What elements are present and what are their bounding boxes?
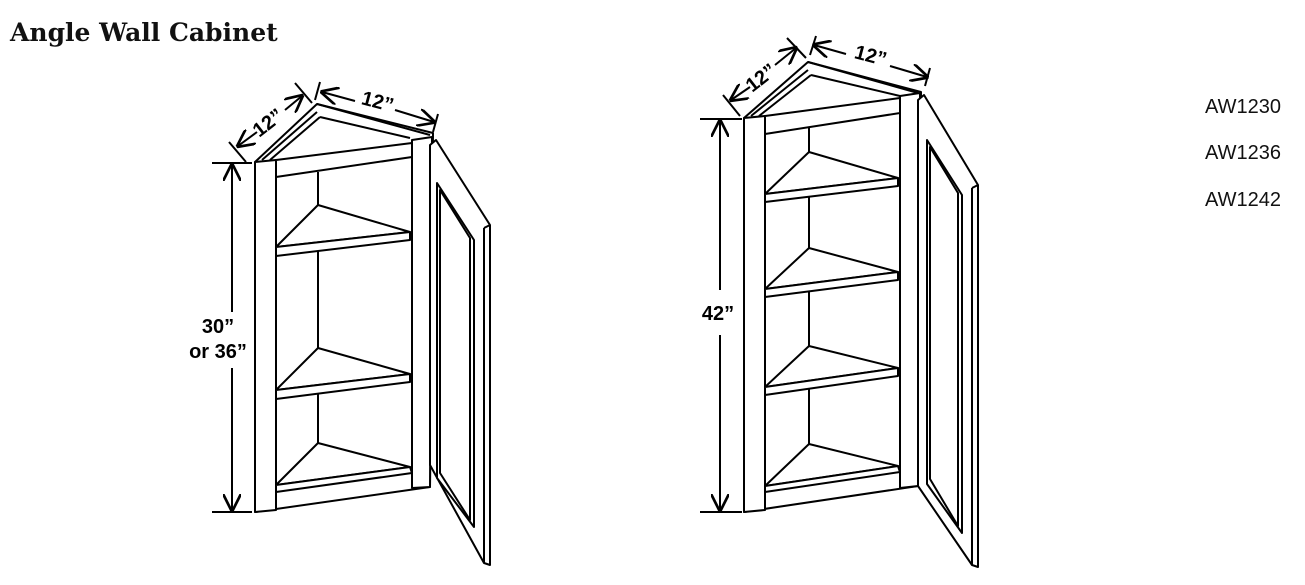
- height-label: 42”: [702, 303, 734, 325]
- height-label: 30”: [202, 316, 234, 338]
- height-dimension: 42”: [700, 118, 742, 513]
- page-title: Angle Wall Cabinet: [10, 18, 278, 47]
- height-label-alt: or 36”: [189, 341, 247, 363]
- width-label: 12”: [852, 41, 889, 71]
- height-dimension: 30” or 36”: [189, 162, 252, 513]
- cabinet-30-36: 30” or 36” 12” 12”: [189, 81, 491, 566]
- width-label: 12”: [359, 87, 396, 117]
- model-code: AW1230: [1205, 96, 1281, 118]
- cabinet-body: [743, 61, 922, 513]
- cabinet-body: [254, 103, 434, 513]
- model-code: AW1236: [1205, 142, 1281, 164]
- model-code: AW1242: [1205, 189, 1281, 211]
- cabinet-door: [917, 94, 979, 568]
- cabinet-42: 42” 12” 12”: [700, 35, 979, 568]
- cabinet-door: [429, 139, 491, 566]
